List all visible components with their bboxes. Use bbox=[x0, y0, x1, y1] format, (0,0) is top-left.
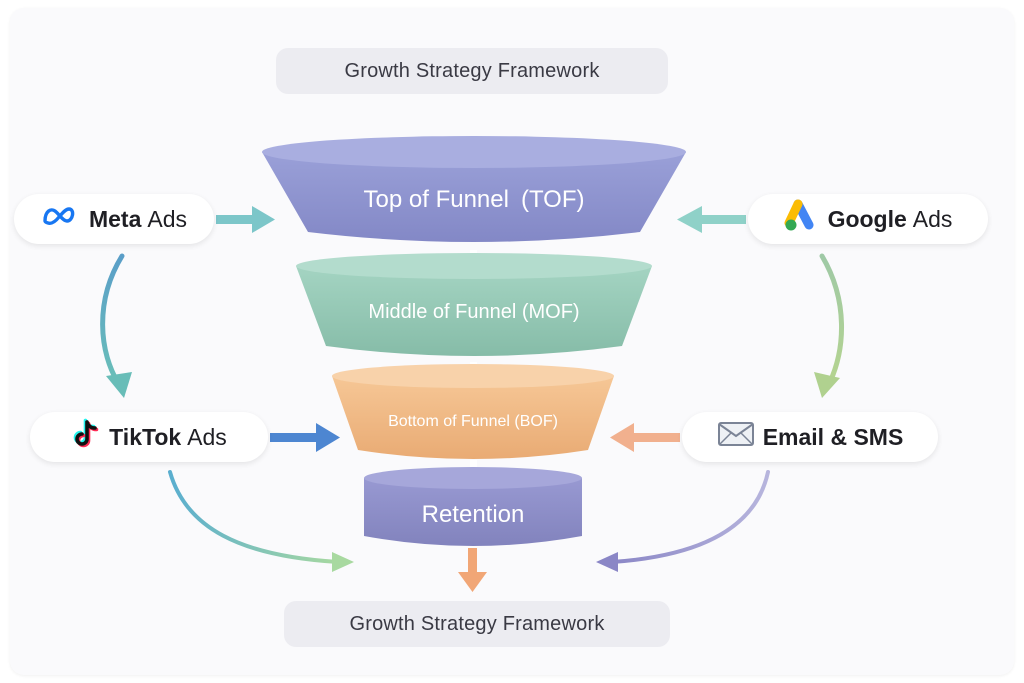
tiktok-ads-suffix: Ads bbox=[187, 423, 227, 450]
channel-email-sms: Email & SMS bbox=[682, 412, 938, 462]
funnel-stage-tof bbox=[262, 136, 686, 242]
stage-label-retention: Retention bbox=[421, 501, 525, 528]
arrow-meta-to-tiktok bbox=[100, 253, 132, 398]
channel-meta-ads: Meta Ads bbox=[14, 194, 214, 244]
meta-ads-suffix: Ads bbox=[147, 205, 188, 232]
google-ads-logo-icon bbox=[784, 199, 820, 239]
google-ads-suffix: Ads bbox=[912, 205, 953, 232]
meta-logo-icon bbox=[41, 205, 81, 233]
meta-ads-brand: Meta bbox=[88, 205, 142, 232]
stage-label-mof: Middle of Funnel (MOF) bbox=[368, 300, 580, 323]
stage-label-bof: Bottom of Funnel (BOF) bbox=[388, 413, 558, 430]
arrow-meta-to-tof bbox=[216, 206, 275, 233]
funnel-stage-mof bbox=[296, 253, 652, 356]
output-arrow bbox=[458, 548, 487, 592]
funnel-stage-retention bbox=[364, 467, 582, 546]
channel-tiktok-ads: TikTok Ads bbox=[30, 412, 268, 462]
arrow-email-to-bof bbox=[610, 423, 680, 452]
arrow-email-to-retention bbox=[596, 470, 770, 572]
email-sms-label: Email & SMS bbox=[762, 423, 904, 450]
funnel-stage-bof bbox=[332, 364, 614, 459]
google-ads-brand: Google bbox=[827, 205, 907, 232]
arrow-tiktok-to-retention bbox=[168, 470, 354, 572]
tiktok-logo-icon bbox=[71, 418, 101, 456]
channel-google-ads: Google Ads bbox=[748, 194, 988, 244]
arrow-google-to-email bbox=[814, 253, 844, 398]
tiktok-ads-brand: TikTok bbox=[109, 423, 182, 450]
envelope-icon bbox=[717, 421, 755, 453]
arrow-google-to-tof bbox=[677, 206, 746, 233]
arrow-tiktok-to-bof bbox=[270, 423, 340, 452]
stage-label-tof: Top of Funnel (TOF) bbox=[363, 186, 585, 213]
framework-title-top: Growth Strategy Framework bbox=[276, 48, 668, 94]
framework-title-bottom: Growth Strategy Framework bbox=[284, 601, 670, 647]
